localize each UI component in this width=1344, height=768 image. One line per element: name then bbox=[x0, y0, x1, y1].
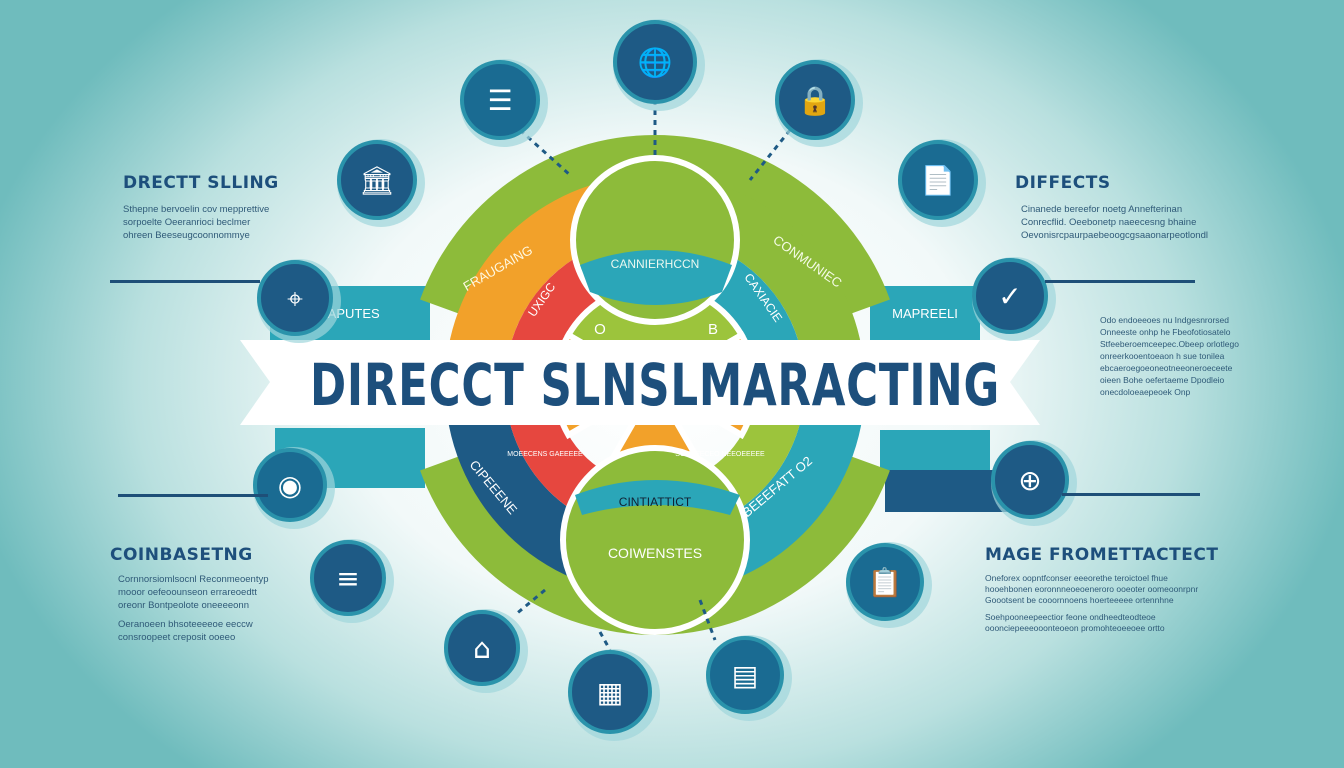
connector-line bbox=[1045, 280, 1195, 283]
text-line: Conrecflid. Oeebonetp naeecesng bhaine bbox=[1021, 217, 1197, 228]
segment-label-red-small: MOEECENS GAEEEEE bbox=[507, 451, 583, 458]
left-bottom-heading: COINBASETNG bbox=[110, 545, 253, 565]
connector-line bbox=[118, 494, 268, 497]
title-banner bbox=[240, 340, 1040, 425]
text-line: sorpoelte Oeeranrioci beclmer bbox=[123, 217, 251, 228]
lightbulb-list-icon: ≡ bbox=[310, 539, 394, 623]
bank-building-icon: 🏛 bbox=[337, 139, 425, 227]
lock-document-icon: 🔒 bbox=[775, 59, 863, 147]
right-bottom-block: MAGE FROMETTACTECT Oneforex oopntfconser… bbox=[985, 545, 1218, 634]
text-line: oieen Bohe oefertaeme Dpodleio bbox=[1100, 375, 1225, 385]
text-line: ooonciepeeeooonteoeon promohteoeeoee ort… bbox=[985, 623, 1165, 633]
main-title: DIRECCT SLNSLMARACTING bbox=[310, 351, 1000, 419]
dashed-connector bbox=[598, 631, 612, 651]
svg-text:🌐: 🌐 bbox=[638, 46, 673, 79]
segment-label-bottom-band: CINTIATTICT bbox=[619, 495, 692, 509]
svg-text:⊕: ⊕ bbox=[1018, 464, 1041, 497]
location-pin-icon: ⌖ bbox=[257, 259, 341, 343]
document-list-icon: ☰ bbox=[460, 59, 548, 147]
left-bottom-block: COINBASETNG Cornnorsiomlsocnl Reconmeoen… bbox=[110, 545, 269, 644]
svg-text:⌂: ⌂ bbox=[473, 632, 491, 665]
eye-icon: ◉ bbox=[253, 447, 335, 529]
svg-text:☰: ☰ bbox=[487, 84, 512, 117]
text-line: onreerkooentoeaon h sue tonilea bbox=[1100, 351, 1225, 361]
tablet-chart-icon: ▤ bbox=[706, 635, 792, 721]
svg-text:⌖: ⌖ bbox=[287, 282, 303, 315]
bottom-circle bbox=[560, 445, 750, 635]
text-line: Cinanede bereefor noetg Annefterinan bbox=[1021, 204, 1183, 215]
dashed-connector bbox=[698, 599, 717, 641]
svg-text:🔒: 🔒 bbox=[798, 84, 833, 117]
segment-label-core-left: O bbox=[594, 321, 606, 338]
text-line: ohreen Beeseugcoonnommye bbox=[123, 230, 250, 241]
text-line: Oneforex oopntfconser eeeorethe teroicto… bbox=[985, 573, 1168, 583]
svg-text:≡: ≡ bbox=[336, 562, 359, 595]
connector-line bbox=[110, 280, 260, 283]
calculator-icon: ▦ bbox=[568, 649, 660, 741]
text-line: onecdoloeaepeoek Onp bbox=[1100, 387, 1191, 397]
dashed-connector bbox=[514, 588, 546, 617]
text-line: Goootsent be cooornnoens hoerteeeee orte… bbox=[985, 595, 1174, 605]
text-line: mooor oefeoounseon errareoedtt bbox=[118, 587, 257, 598]
text-line: Stfeeberoemceepec.Obeep orlotlego bbox=[1100, 339, 1239, 349]
right-mid-block: Odo endoeeoes nu Indgesnrorsed Onneeste … bbox=[1100, 314, 1239, 398]
segment-label-green-small: SONEEECEO NEEOEEEEE bbox=[675, 451, 765, 458]
svg-text:◉: ◉ bbox=[278, 469, 302, 502]
connector-line bbox=[1062, 493, 1200, 496]
target-icon: ⊕ bbox=[991, 440, 1077, 526]
house-tag-icon: ⌂ bbox=[444, 609, 528, 693]
text-line: Soehpooneepeectior feone ondheedteodteoe bbox=[985, 612, 1156, 622]
svg-text:📄: 📄 bbox=[921, 164, 956, 197]
text-line: Sthepne bervoelin cov mepprettive bbox=[123, 204, 270, 215]
svg-text:▤: ▤ bbox=[732, 659, 758, 692]
text-line: hooehbonen eoronnneoeoeneroro ooeoter oo… bbox=[985, 584, 1199, 594]
right-tab-label: MAPREELI bbox=[892, 306, 958, 321]
text-line: Cornnorsiomlsocnl Reconmeoentyp bbox=[118, 574, 269, 585]
text-line: consroopeet creposit ooeeo bbox=[118, 632, 236, 643]
text-line: Onneeste onhp he Fbeofotiosatelo bbox=[1100, 327, 1231, 337]
text-line: Oevonisrcpaurpaebeoogcgsaaonarpeotlondl bbox=[1021, 230, 1208, 241]
segment-label-bottom-circle: COIWENSTES bbox=[608, 545, 702, 561]
svg-text:▦: ▦ bbox=[597, 676, 623, 709]
top-circle-band bbox=[580, 250, 732, 305]
text-line: Oeranoeen bhsoteeeeoe eeccw bbox=[118, 619, 253, 630]
text-line: Odo endoeeoes nu Indgesnrorsed bbox=[1100, 315, 1230, 325]
clipboard-icon: 📋 bbox=[846, 542, 932, 628]
chart-document-icon: 📄 bbox=[898, 139, 986, 227]
pin-check-icon: ✓ bbox=[972, 257, 1056, 341]
right-lower-tab bbox=[880, 430, 990, 470]
left-top-heading: DRECTT SLLING bbox=[123, 173, 279, 193]
outer-arc-top bbox=[420, 134, 890, 315]
svg-text:📋: 📋 bbox=[868, 566, 903, 599]
globe-cart-icon: 🌐 bbox=[613, 19, 705, 111]
left-top-block: DRECTT SLLING Sthepne bervoelin cov mepp… bbox=[123, 173, 279, 242]
text-line: ebcaeroegoeoneotneeoneroeceete bbox=[1100, 363, 1233, 373]
bottom-circle-band bbox=[575, 480, 740, 515]
svg-text:✓: ✓ bbox=[998, 280, 1021, 313]
right-top-block: DIFFECTS Cinanede bereefor noetg Annefte… bbox=[1015, 173, 1208, 242]
outer-arc-bottom bbox=[420, 455, 890, 636]
segment-label-top-circle: CANNIERHCCN bbox=[611, 257, 700, 271]
text-line: oreonr Bontpeolote oneeeeonn bbox=[118, 600, 250, 611]
segment-label-core-right: B bbox=[708, 321, 718, 338]
dashed-connector bbox=[748, 129, 792, 181]
right-bottom-heading: MAGE FROMETTACTECT bbox=[985, 545, 1219, 565]
right-top-heading: DIFFECTS bbox=[1015, 173, 1111, 193]
svg-text:🏛: 🏛 bbox=[359, 164, 395, 197]
